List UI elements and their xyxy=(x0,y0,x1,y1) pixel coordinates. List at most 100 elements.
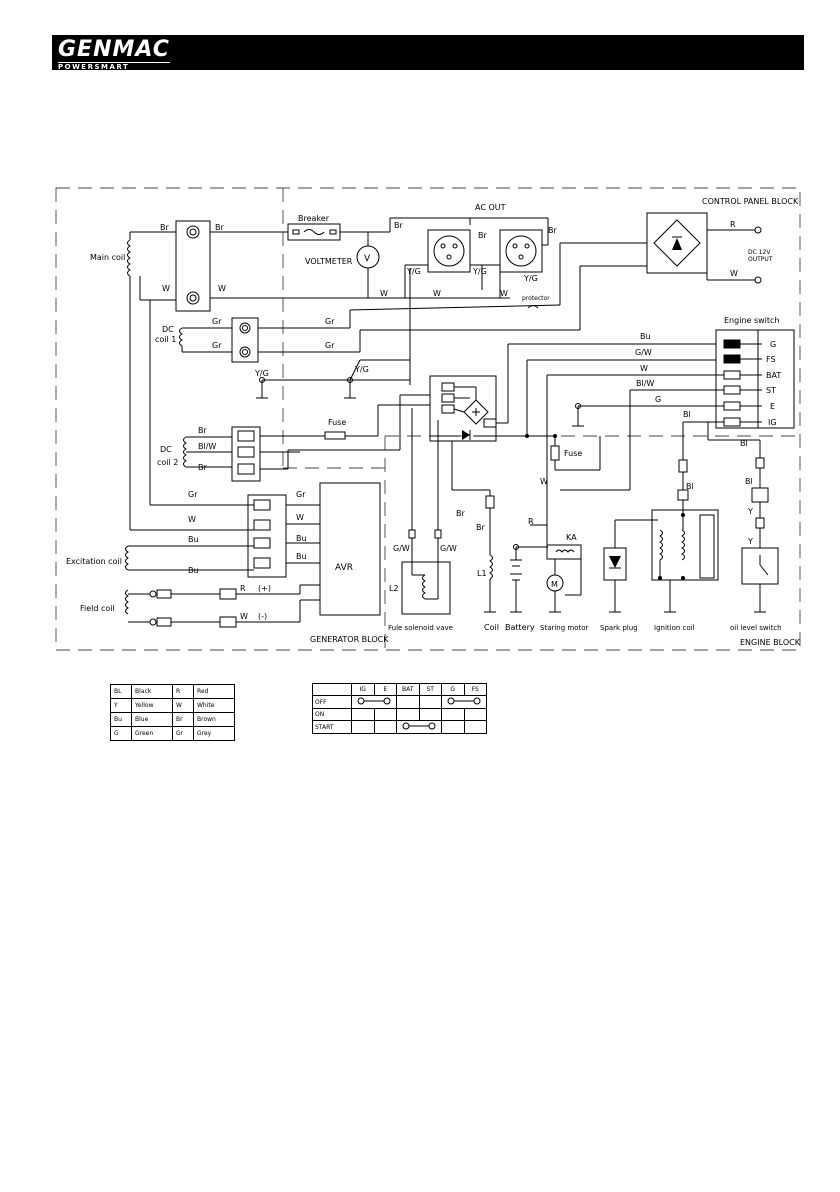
terminal-st: ST xyxy=(766,386,776,395)
svg-text:(+): (+) xyxy=(258,584,271,593)
main-coil-winding xyxy=(127,239,131,277)
svg-text:Bu: Bu xyxy=(296,552,307,561)
svg-text:W: W xyxy=(188,515,196,524)
dc-output-label-1: DC 12V xyxy=(748,249,771,256)
ac-out-label: AC OUT xyxy=(475,203,506,212)
diode-rectifier-module xyxy=(429,375,497,442)
svg-text:R: R xyxy=(730,220,736,229)
svg-text:Gr: Gr xyxy=(188,490,198,499)
svg-text:Y/G: Y/G xyxy=(354,365,369,374)
excitation-coil-label: Excitation coil xyxy=(66,557,122,566)
svg-text:W: W xyxy=(730,269,738,278)
dc-output-label-2: OUTPUT xyxy=(748,256,773,263)
protector-label: protector xyxy=(522,295,550,302)
avr xyxy=(319,482,381,616)
svg-text:Y: Y xyxy=(747,537,753,546)
svg-text:Br: Br xyxy=(160,223,169,232)
color-legend-table: BL Black R Red Y Yellow W White Bu Blue … xyxy=(110,684,235,741)
dc-coil-2-terminal xyxy=(231,426,261,482)
ac-socket-1 xyxy=(427,229,471,273)
svg-text:Bl/W: Bl/W xyxy=(636,379,654,388)
svg-text:Bu: Bu xyxy=(640,332,651,341)
terminal-e: E xyxy=(770,402,775,411)
svg-text:R: R xyxy=(528,517,534,526)
fuse-label-1: Fuse xyxy=(328,418,346,427)
connection-ig-e xyxy=(351,695,397,709)
ignition-coil xyxy=(651,509,719,581)
svg-text:Br: Br xyxy=(215,223,224,232)
svg-text:Bl: Bl xyxy=(745,477,753,486)
svg-text:Gr: Gr xyxy=(212,341,222,350)
dc-coil-1-terminal xyxy=(231,317,259,363)
l1-label: L1 xyxy=(477,569,487,578)
svg-text:Gr: Gr xyxy=(325,341,335,350)
svg-text:Br: Br xyxy=(476,523,485,532)
fuel-solenoid-label: Fule solenoid vave xyxy=(388,624,453,632)
svg-text:R: R xyxy=(240,584,246,593)
svg-text:W: W xyxy=(296,513,304,522)
outer-boundary xyxy=(55,187,801,651)
svg-text:W: W xyxy=(500,289,508,298)
starting-motor-label: Staring motor xyxy=(540,624,589,632)
svg-text:Br: Br xyxy=(456,509,465,518)
header-bar: GENMAC POWERSMART xyxy=(52,35,804,71)
svg-text:W: W xyxy=(240,612,248,621)
switch-position-table: IG E BAT ST G FS OFF ON START xyxy=(312,683,487,734)
svg-text:Y/G: Y/G xyxy=(523,274,538,283)
svg-text:Y: Y xyxy=(747,507,753,516)
terminal-g: G xyxy=(770,340,776,349)
svg-text:coil 1: coil 1 xyxy=(155,335,176,344)
ka-label: KA xyxy=(566,533,577,542)
ac-socket-2 xyxy=(499,229,543,273)
svg-text:Br: Br xyxy=(394,221,403,230)
legend-row: BL Black R Red xyxy=(110,684,235,699)
ignition-coil-label: Ignition coil xyxy=(654,624,695,632)
svg-text:Bu: Bu xyxy=(188,566,199,575)
svg-text:Gr: Gr xyxy=(325,317,335,326)
svg-text:Gr: Gr xyxy=(296,490,306,499)
svg-text:Bl: Bl xyxy=(683,410,691,419)
l2-label: L2 xyxy=(389,584,399,593)
svg-text:W: W xyxy=(162,284,170,293)
svg-text:W: W xyxy=(218,284,226,293)
spark-plug-label: Spark plug xyxy=(600,624,638,632)
svg-text:M: M xyxy=(551,580,558,589)
fuse-1 xyxy=(324,431,346,440)
svg-text:Bl: Bl xyxy=(686,482,694,491)
terminal-ig: IG xyxy=(768,418,777,427)
brand-logo: GENMAC POWERSMART xyxy=(58,39,170,71)
engine-block-label: ENGINE BLOCK xyxy=(740,638,801,647)
oil-level-switch-label: oil level switch xyxy=(730,624,782,632)
legend-row: G Green Gr Grey xyxy=(110,726,235,741)
svg-text:Bu: Bu xyxy=(296,534,307,543)
svg-text:W: W xyxy=(640,364,648,373)
svg-text:W: W xyxy=(433,289,441,298)
svg-text:Br: Br xyxy=(548,226,557,235)
legend-row: Y Yellow W White xyxy=(110,698,235,713)
svg-text:G/W: G/W xyxy=(393,544,410,553)
fuel-solenoid xyxy=(401,561,451,615)
svg-text:coil 2: coil 2 xyxy=(157,458,178,467)
svg-text:G/W: G/W xyxy=(440,544,457,553)
ka-relay xyxy=(546,544,582,560)
switch-table-row-start: START xyxy=(312,720,487,734)
svg-text:V: V xyxy=(364,254,371,264)
connection-g-fs xyxy=(441,695,487,709)
control-panel-label: CONTROL PANEL BLOCK xyxy=(702,197,799,206)
svg-text:G/W: G/W xyxy=(635,348,652,357)
svg-text:W: W xyxy=(540,477,548,486)
switch-table-row-on: ON xyxy=(312,708,487,721)
svg-text:(-): (-) xyxy=(258,612,267,621)
svg-text:Br: Br xyxy=(198,426,207,435)
svg-text:Bl: Bl xyxy=(740,439,748,448)
fuse-label-2: Fuse xyxy=(564,449,582,458)
svg-text:Bl/W: Bl/W xyxy=(198,442,216,451)
svg-text:DC: DC xyxy=(160,445,172,454)
coil-label: Coil xyxy=(484,623,499,632)
main-coil-terminal xyxy=(175,220,211,312)
svg-text:Y/G: Y/G xyxy=(406,267,421,276)
svg-text:Y/G: Y/G xyxy=(472,267,487,276)
svg-text:Gr: Gr xyxy=(212,317,222,326)
terminal-bat: BAT xyxy=(766,371,781,380)
